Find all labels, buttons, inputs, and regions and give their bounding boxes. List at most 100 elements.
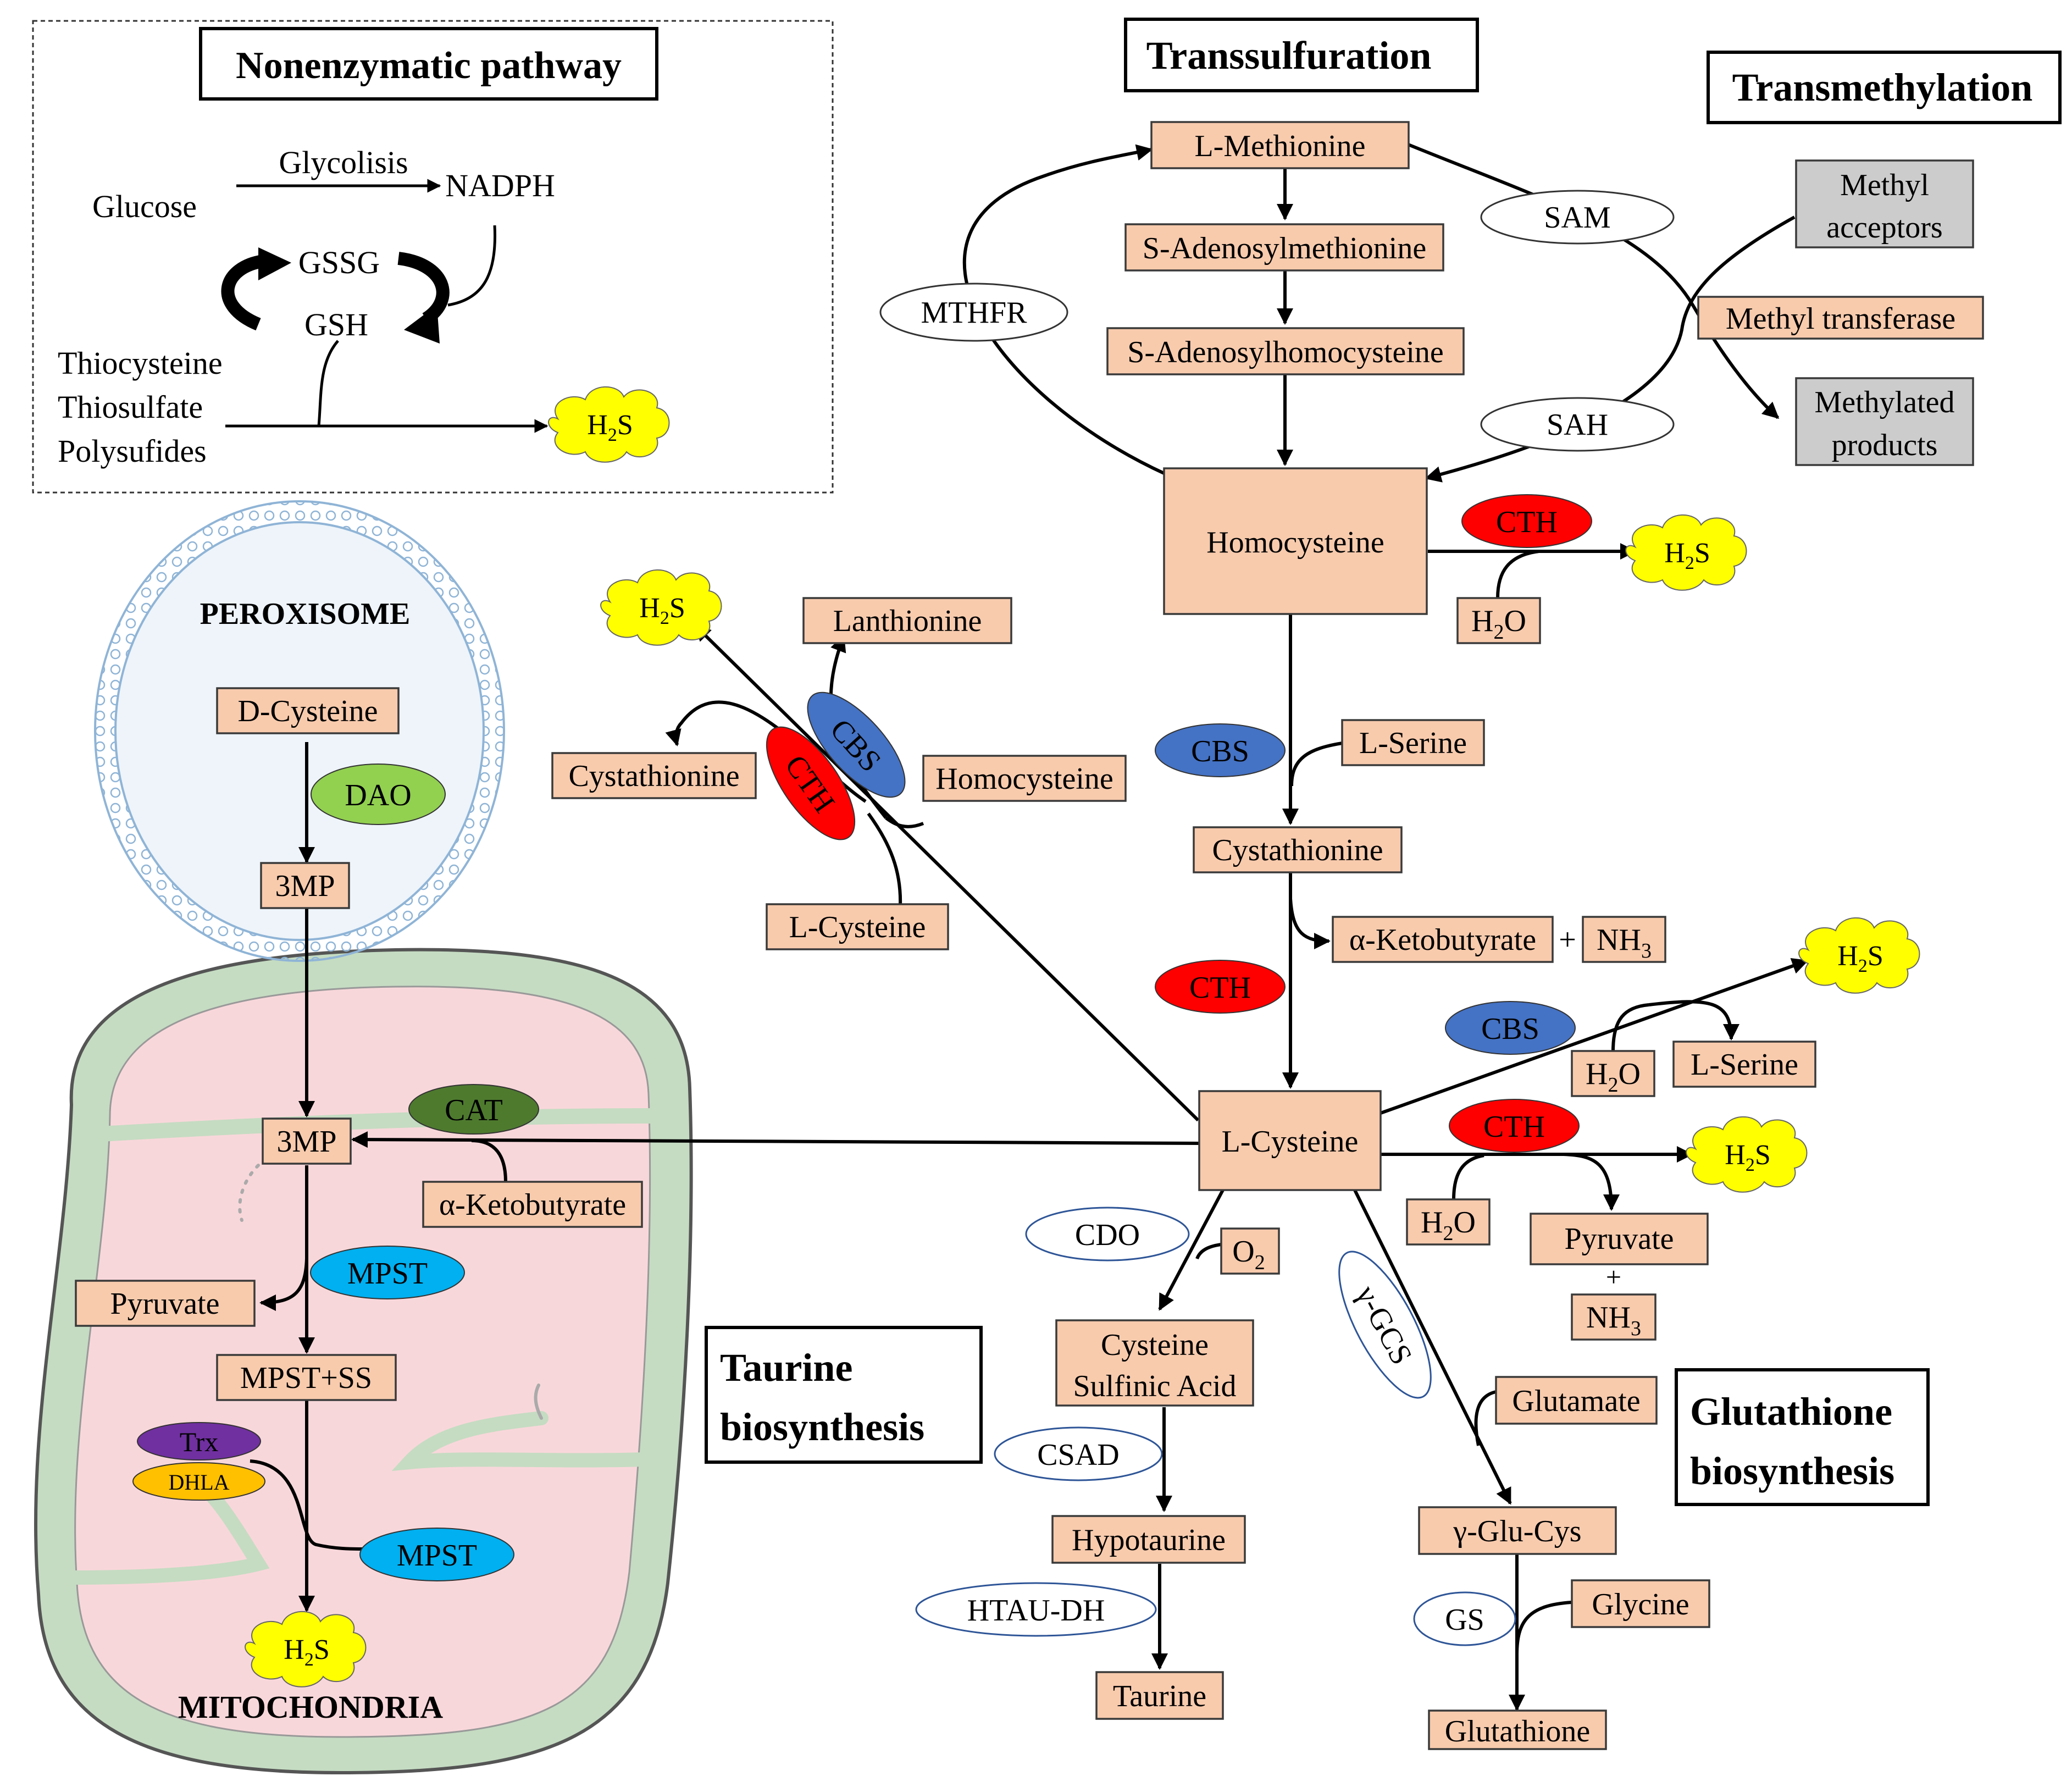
- enzyme-mpst-2: MPST: [359, 1528, 514, 1581]
- h2s-tail-homocysteine: S: [1694, 538, 1710, 569]
- nonenzymatic-title-box: [199, 27, 658, 101]
- box-h2o-homocysteine: H2O: [1456, 597, 1541, 644]
- homocysteine-small-text: Homocysteine: [935, 762, 1113, 796]
- box-glycine: Glycine: [1571, 1579, 1710, 1628]
- polysulfides-label: Polysufides: [58, 433, 207, 469]
- enzyme-dao: DAO: [311, 764, 446, 825]
- trx-text: Trx: [180, 1426, 218, 1457]
- enzyme-gamma-gcs: γ-GCS: [1338, 1251, 1432, 1399]
- enzyme-cdo: CDO: [1025, 1207, 1190, 1262]
- taurine-text: Taurine: [1113, 1679, 1206, 1713]
- h2s-tail-nonenzymatic: S: [617, 410, 633, 441]
- box-ketobutyrate-1: α-Ketobutyrate: [1332, 916, 1554, 963]
- enzyme-cth-cysteine: CTH: [1449, 1099, 1580, 1153]
- h2s-sub-nonenzymatic: 2: [608, 425, 617, 445]
- box-glutamate: Glutamate: [1495, 1376, 1658, 1425]
- h2s-main-lanthionine: H: [639, 593, 660, 624]
- box-l-methionine: L-Methionine: [1150, 121, 1410, 169]
- s-adenosylhomocysteine-text: S-Adenosylhomocysteine: [1127, 335, 1443, 369]
- box-cystathionine-left: Cystathionine: [551, 752, 757, 799]
- nonenzymatic-title: Nonenzymatic pathway: [236, 45, 622, 87]
- nh3-1-main: NH: [1597, 923, 1641, 957]
- cystathionine-main-text: Cystathionine: [1212, 833, 1383, 867]
- box-sah: S-Adenosylhomocysteine: [1106, 327, 1465, 375]
- h2s-cloud-nonenzymatic: H2S: [548, 386, 670, 463]
- o2-main: O: [1232, 1235, 1254, 1269]
- box-homocysteine-small: Homocysteine: [922, 755, 1127, 802]
- taurine-title-1: Taurine: [720, 1346, 852, 1390]
- box-mpst-ss: MPST+SS: [216, 1354, 397, 1401]
- metabolite-boxes: L-Methionine S-Adenosylmethionine S-Aden…: [75, 121, 1984, 1750]
- sah-text: SAH: [1547, 408, 1608, 442]
- h2o-1-text: H2O: [1471, 604, 1526, 644]
- h2o-2-text: H2O: [1586, 1057, 1641, 1097]
- glycolisis-label: Glycolisis: [279, 145, 408, 180]
- cbs-2-text: CBS: [1481, 1012, 1539, 1046]
- glutathione-title-2: biosynthesis: [1690, 1449, 1894, 1493]
- cth-3-text: CTH: [1483, 1110, 1545, 1144]
- methylated-products-line-1: Methylated: [1814, 385, 1954, 419]
- box-pyruvate-mito: Pyruvate: [75, 1280, 256, 1327]
- pyruvate-right-text: Pyruvate: [1564, 1222, 1674, 1256]
- enzyme-gs: GS: [1413, 1591, 1516, 1646]
- enzyme-cth-cystathionine: CTH: [1155, 960, 1286, 1014]
- box-d-cysteine: D-Cysteine: [216, 687, 400, 734]
- h2s-cloud-homocysteine: H2S: [1625, 514, 1747, 591]
- enzymes: SAM SAH MTHFR CTH CBS CTH CBS CTH CBS CT…: [132, 190, 1675, 1646]
- transmethylation-title: Transmethylation: [1732, 65, 2033, 109]
- transsulfuration-title: Transsulfuration: [1146, 34, 1432, 78]
- h2o-3-text: H2O: [1421, 1205, 1476, 1245]
- box-lanthionine: Lanthionine: [802, 597, 1012, 644]
- glycine-text: Glycine: [1592, 1587, 1689, 1622]
- glutathione-title-box: Glutathione biosynthesis: [1675, 1368, 1930, 1506]
- h2s-sub-mito: 2: [304, 1650, 314, 1670]
- l-serine-1-text: L-Serine: [1359, 726, 1467, 760]
- h2s-cloud-cbs: H2S: [1798, 917, 1920, 994]
- h2s-tail-lanthionine: S: [669, 593, 685, 624]
- box-glu-cys: γ-Glu-Cys: [1418, 1506, 1617, 1555]
- h2s-text-nonenzymatic: H2S: [587, 410, 633, 445]
- plus-sign-1: +: [1559, 923, 1576, 957]
- methyl-transferase-text: Methyl transferase: [1726, 302, 1955, 336]
- h2s-sub-cbs: 2: [1858, 956, 1868, 976]
- enzyme-sah: SAH: [1480, 397, 1675, 452]
- enzyme-cbs-serine: CBS: [1155, 723, 1286, 777]
- h2s-text-homocysteine: H2S: [1664, 538, 1710, 573]
- dao-text: DAO: [345, 778, 411, 812]
- box-cystathionine-main: Cystathionine: [1193, 826, 1403, 873]
- csa-line-1: Cysteine: [1101, 1328, 1209, 1362]
- h2s-tail-cth: S: [1755, 1139, 1771, 1171]
- l-serine-2-text: L-Serine: [1691, 1048, 1798, 1082]
- glu-cys-text: γ-Glu-Cys: [1453, 1514, 1581, 1548]
- 3mp-top-text: 3MP: [275, 869, 335, 903]
- enzyme-cth-diagonal: CTH: [766, 726, 856, 840]
- mpst-ss-text: MPST+SS: [240, 1361, 372, 1395]
- box-l-cysteine-small: L-Cysteine: [766, 903, 949, 950]
- s-adenosylmethionine-text: S-Adenosylmethionine: [1143, 231, 1426, 265]
- cth-2-text: CTH: [1189, 971, 1251, 1005]
- h2o-2-main: H: [1586, 1057, 1608, 1091]
- box-hypotaurine: Hypotaurine: [1051, 1515, 1246, 1564]
- h2s-main-cth: H: [1725, 1139, 1746, 1171]
- transmethylation-title-box: Transmethylation: [1707, 51, 2062, 124]
- mthfr-text: MTHFR: [921, 296, 1028, 330]
- box-3mp-mito: 3MP: [262, 1117, 352, 1165]
- h2s-sub-cth: 2: [1746, 1155, 1755, 1175]
- gssg-label: GSSG: [298, 245, 380, 280]
- h2s-main-mito: H: [284, 1634, 304, 1666]
- l-methionine-text: L-Methionine: [1194, 129, 1365, 163]
- enzyme-cat: CAT: [408, 1084, 539, 1135]
- methyl-acceptors-line-1: Methyl: [1840, 168, 1929, 202]
- mpst-2-text: MPST: [397, 1539, 477, 1573]
- box-o2: O2: [1220, 1227, 1280, 1275]
- plus-sign-2: +: [1606, 1262, 1621, 1292]
- box-ketobutyrate-2: α-Ketobutyrate: [422, 1181, 643, 1228]
- taurine-title-box: Taurine biosynthesis: [705, 1326, 983, 1464]
- glutathione-text: Glutathione: [1445, 1714, 1590, 1749]
- box-homocysteine-main: Homocysteine: [1163, 467, 1428, 615]
- csa-line-2: Sulfinic Acid: [1073, 1369, 1236, 1403]
- l-cysteine-small-text: L-Cysteine: [789, 910, 926, 944]
